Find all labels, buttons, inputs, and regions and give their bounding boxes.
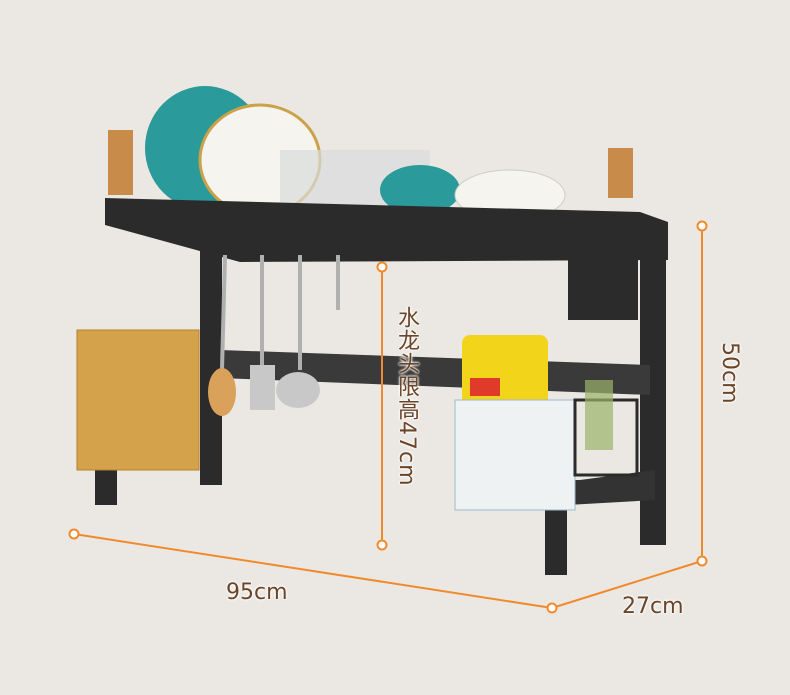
chopsticks bbox=[108, 130, 133, 195]
dimension-lines bbox=[68, 220, 708, 614]
plates bbox=[145, 86, 566, 221]
chopsticks bbox=[608, 148, 633, 198]
faucet-clearance-label: 水龙头限高47cm bbox=[394, 306, 419, 487]
depth-label: 27cm bbox=[622, 594, 684, 619]
width-label: 95cm bbox=[226, 580, 288, 605]
height-label: 50cm bbox=[717, 342, 742, 404]
top-tray bbox=[105, 198, 668, 262]
cutting-board bbox=[76, 329, 200, 471]
dish-rack bbox=[76, 86, 668, 575]
sponge-basket bbox=[454, 399, 576, 511]
hanging-utensils bbox=[220, 254, 340, 371]
detergent-bottle bbox=[462, 335, 548, 410]
utensil-holder bbox=[568, 222, 638, 320]
